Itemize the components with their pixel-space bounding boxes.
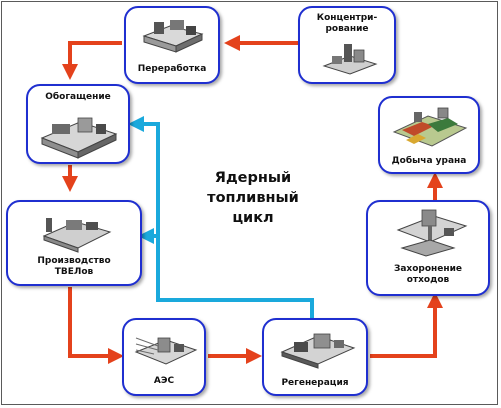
node-npp: АЭС [122,318,206,396]
mining-site-icon [392,107,468,147]
enrichment-plant-icon [40,117,118,159]
fuel-factory-icon [42,218,112,253]
diagram-title: Ядерный топливный цикл [207,170,299,226]
node-enrichment: Обогащение [26,84,130,164]
arrow-regeneration-to-disposal [370,292,443,358]
node-enrichment-label: Обогащение [45,92,111,102]
node-regeneration: Регенерация [262,318,368,396]
node-waste-disposal: Захоронение отходов [366,200,490,296]
node-fuel-production: Производство ТВЕЛов [6,200,142,286]
node-regeneration-label: Регенерация [281,378,349,388]
arrow-regeneration-to-enrichment [128,116,314,318]
node-uranium-mining: Добыча урана [378,96,480,174]
node-fuel-production-label: Производство ТВЕЛов [37,256,111,277]
power-plant-icon [134,337,198,365]
node-npp-label: АЭС [153,376,175,386]
regeneration-plant-icon [280,333,356,369]
processing-plant-icon [142,20,204,53]
node-concentration-label: Концентри- рование [316,13,378,34]
node-concentration: Концентри- рование [298,6,396,84]
node-waste-disposal-label: Захоронение отходов [393,264,463,285]
arrow-processing-to-enrichment [62,41,122,80]
node-uranium-mining-label: Добыча урана [391,156,467,166]
concentration-plant-icon [322,44,378,75]
node-processing: Переработка [124,6,220,84]
node-processing-label: Переработка [137,64,207,74]
arrow-fuel-production-to-npp [68,287,124,364]
waste-repository-icon [396,209,468,257]
